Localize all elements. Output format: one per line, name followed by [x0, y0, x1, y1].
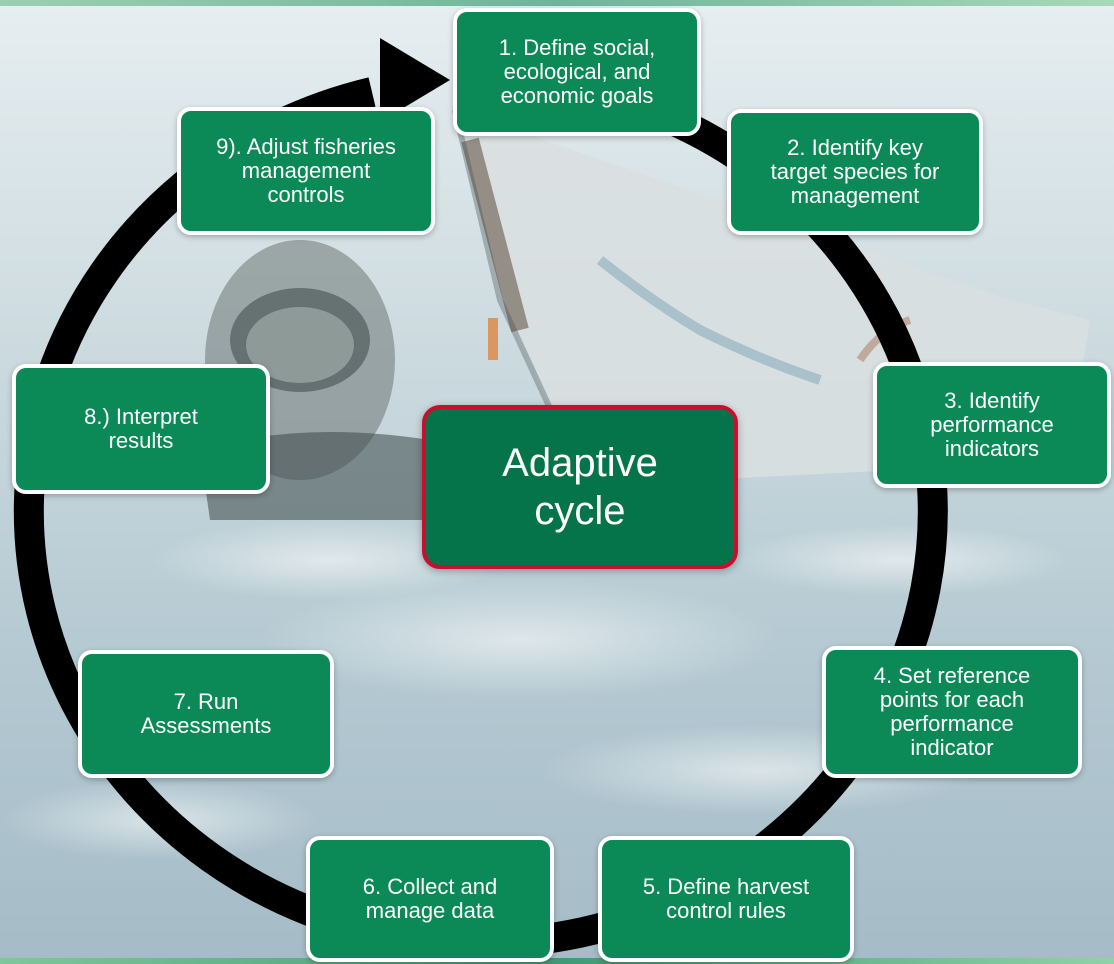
bottom-accent-bar: [0, 958, 1114, 964]
step-8-interpret-results: 8.) Interpret results: [12, 364, 270, 494]
step-3-label: 3. Identify performance indicators: [930, 388, 1054, 461]
step-6-collect-data: 6. Collect and manage data: [306, 836, 554, 962]
step-3-identify-indicators: 3. Identify performance indicators: [873, 362, 1111, 488]
step-1-label: 1. Define social, ecological, and econom…: [498, 35, 656, 108]
step-2-label: 2. Identify key target species for manag…: [770, 135, 940, 208]
step-7-label: 7. Run Assessments: [140, 689, 272, 738]
step-4-label: 4. Set reference points for each perform…: [873, 663, 1031, 760]
step-8-label: 8.) Interpret results: [84, 404, 198, 453]
step-1-define-goals: 1. Define social, ecological, and econom…: [453, 8, 701, 136]
center-adaptive-cycle: Adaptive cycle: [422, 405, 738, 569]
step-2-identify-species: 2. Identify key target species for manag…: [727, 109, 983, 235]
arrow-head: [380, 38, 450, 122]
center-label: Adaptive cycle: [502, 441, 658, 533]
step-4-set-reference-points: 4. Set reference points for each perform…: [822, 646, 1082, 778]
step-9-adjust-controls: 9). Adjust fisheries management controls: [177, 107, 435, 235]
top-accent-bar: [0, 0, 1114, 6]
step-5-define-harvest-rules: 5. Define harvest control rules: [598, 836, 854, 962]
step-6-label: 6. Collect and manage data: [362, 874, 498, 923]
step-7-run-assessments: 7. Run Assessments: [78, 650, 334, 778]
step-9-label: 9). Adjust fisheries management controls: [216, 134, 396, 207]
step-5-label: 5. Define harvest control rules: [642, 874, 810, 923]
